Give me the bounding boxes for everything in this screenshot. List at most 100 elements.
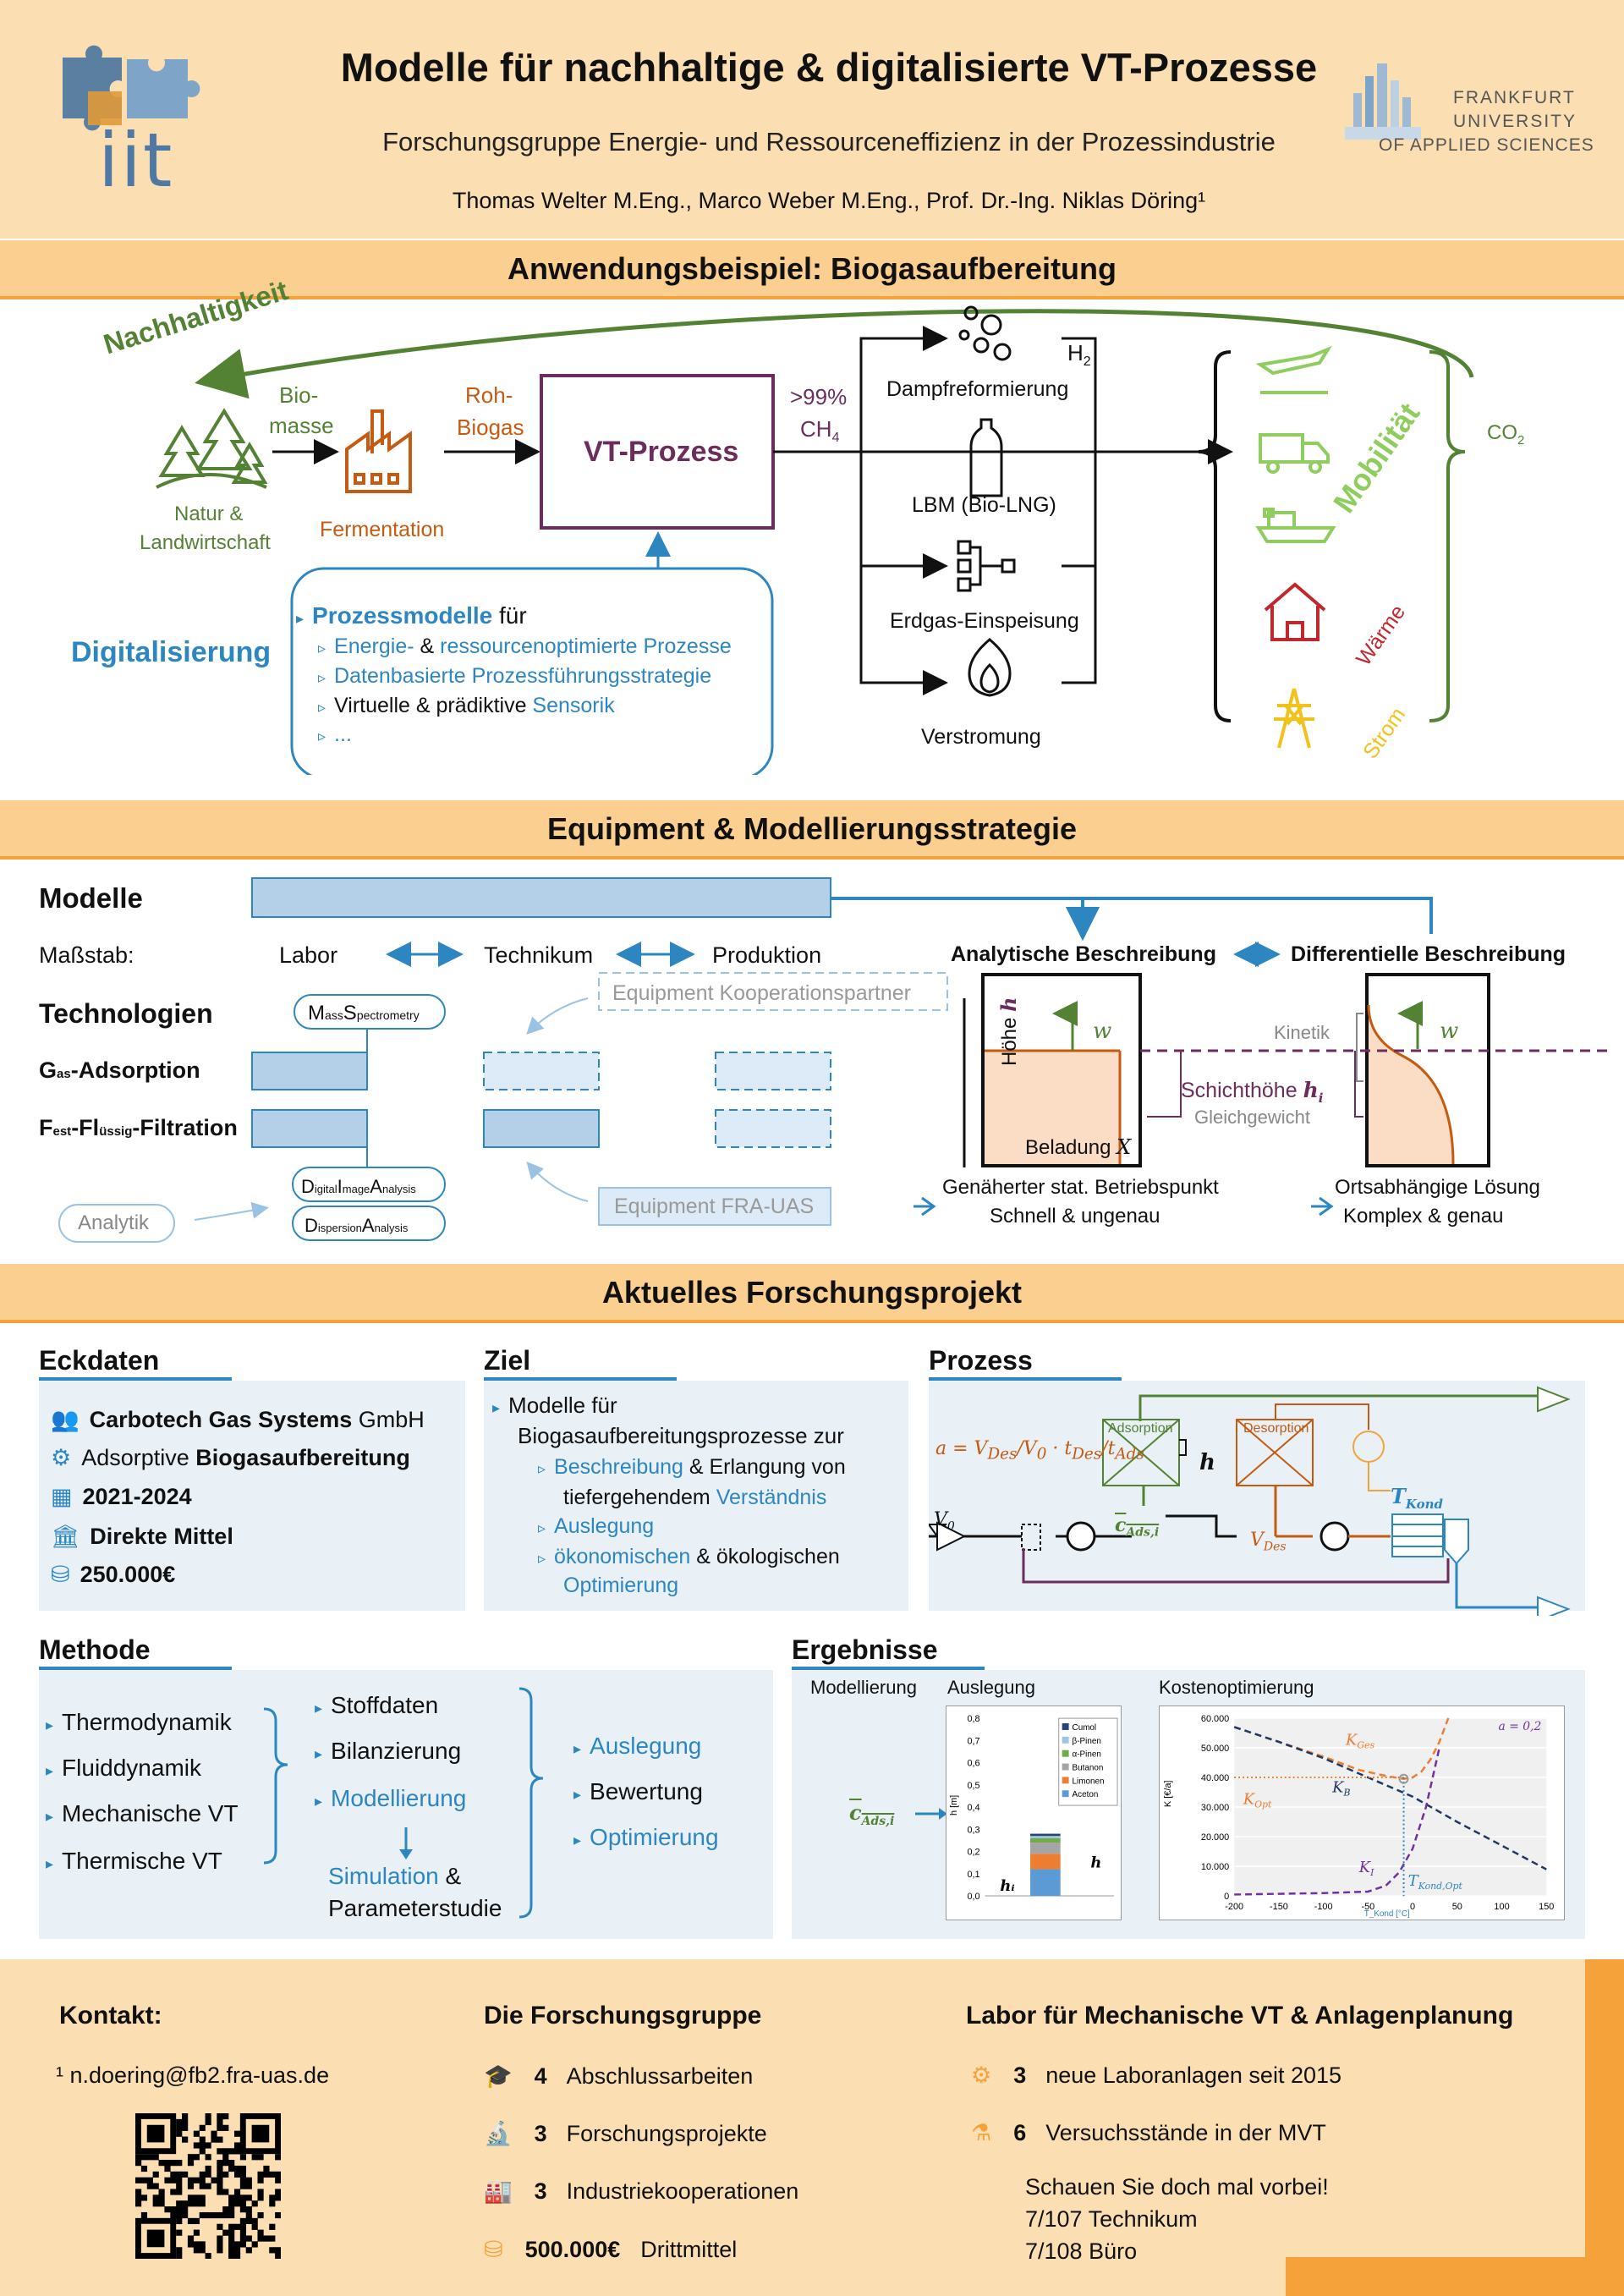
footer-accent-right (1585, 1959, 1624, 2296)
qr-module (228, 2235, 235, 2242)
label-rohbiogas-1: Roh- (465, 382, 513, 408)
uni-name-2: UNIVERSITY (1453, 112, 1577, 131)
eck-item-5: ⛁250.000€ (51, 1562, 176, 1587)
label-gas-adsorption: Gas-Adsorption (39, 1057, 200, 1083)
qr-module (217, 2177, 223, 2183)
qr-module (199, 2241, 206, 2248)
qr-module (176, 2124, 183, 2131)
qr-module (239, 2241, 247, 2248)
qr-module (193, 2154, 200, 2161)
qr-module (257, 2177, 264, 2183)
qr-module (193, 2241, 200, 2248)
label-adsorption: Adsorption (1108, 1421, 1173, 1436)
qr-module (205, 2253, 211, 2259)
qr-module (257, 2189, 264, 2195)
qr-module (251, 2154, 258, 2161)
labor-room-2: 7/108 Büro (1025, 2238, 1138, 2264)
line-xtick: 150 (1539, 1902, 1554, 1912)
truck-icon (1259, 433, 1330, 474)
label-biomasse-1: Bio- (279, 382, 319, 408)
qr-module (217, 2160, 223, 2167)
qr-module (228, 2206, 235, 2213)
label-rohbiogas-2: Biogas (457, 415, 524, 440)
uni-name-1: FRANKFURT (1453, 88, 1576, 107)
underline-eckdaten (39, 1377, 232, 1381)
da-pill[interactable]: DispersionAnalysis (304, 1215, 409, 1236)
bar-segment (1030, 1869, 1061, 1897)
qr-module (170, 2171, 177, 2178)
qr-module (269, 2200, 276, 2207)
qr-module (275, 2171, 281, 2178)
label-v0: V0 (934, 1509, 955, 1534)
label-result-2a: Ortsabhängige Lösung (1335, 1176, 1540, 1199)
qr-module (217, 2235, 223, 2242)
qr-module (205, 2171, 211, 2178)
graduation-cap-icon: 🎓 (484, 2063, 513, 2089)
qr-module (228, 2253, 235, 2259)
qr-module (205, 2183, 211, 2189)
qr-module (193, 2217, 200, 2225)
box-eckdaten (39, 1381, 465, 1611)
qr-module (187, 2235, 195, 2242)
qr-module (228, 2223, 235, 2230)
methode-5: ▸Stoffdaten (315, 1692, 439, 1718)
qr-module (182, 2206, 189, 2213)
analytik-pill[interactable]: Analytik (78, 1211, 150, 1234)
qr-module (182, 2211, 189, 2219)
methode-4: ▸Thermische VT (46, 1848, 222, 1874)
ziel-4: ▹Auslegung (538, 1514, 655, 1538)
qr-module (187, 2177, 195, 2183)
labor-room-1: 7/107 Technikum (1025, 2206, 1198, 2232)
box-methode (39, 1670, 773, 1939)
skyline-icon (1345, 63, 1421, 140)
ms-pill[interactable]: MassSpectrometry (308, 1002, 420, 1024)
footer-email[interactable]: ¹ n.doering@fb2.fra-uas.de (56, 2063, 330, 2088)
qr-module (205, 2211, 211, 2219)
label-t-kond: TKond (1391, 1484, 1443, 1512)
gas-bottle-icon (969, 418, 1003, 497)
qr-module (182, 2171, 189, 2178)
line-ytick: 0 (1224, 1892, 1229, 1902)
qr-module (164, 2165, 171, 2172)
qr-module (187, 2160, 195, 2167)
label-v-des: VDes (1250, 1530, 1287, 1554)
qr-module (135, 2160, 142, 2167)
qr-module (228, 2200, 235, 2207)
qr-module (222, 2160, 229, 2167)
qr-module (211, 2211, 217, 2219)
dia-pill[interactable]: DigitalImageAnalysis (301, 1176, 416, 1197)
bar-legend-label: Cumol (1073, 1723, 1097, 1733)
bar-legend-label: α-Pinen (1073, 1750, 1101, 1760)
label-biomasse-2: masse (269, 413, 334, 438)
qr-module (251, 2200, 258, 2207)
auslegung-bar-chart: 0,00,10,20,30,40,50,60,70,8h [m]Cumolβ-P… (946, 1706, 1122, 1920)
qr-module (245, 2247, 252, 2254)
qr-module (217, 2124, 223, 2131)
bar-legend-swatch (1062, 1763, 1069, 1771)
bar-ytick: 0,2 (967, 1848, 979, 1858)
power-pylon-icon (1274, 688, 1314, 749)
qr-module (217, 2113, 223, 2120)
line-xtick: -200 (1225, 1902, 1243, 1912)
qr-module (233, 2194, 241, 2201)
label-result-1b: Schnell & ungenau (990, 1205, 1160, 1228)
qr-module (233, 2148, 241, 2155)
line-ytick: 10.000 (1201, 1862, 1229, 1872)
qr-module (257, 2229, 264, 2236)
qr-module (275, 2247, 281, 2254)
qr-module (263, 2235, 270, 2242)
section-bar-anwendung: Anwendungsbeispiel: Biogasaufbereitung (0, 240, 1624, 299)
label-hoehe: Höhe h (996, 997, 1021, 1067)
methode-6: ▸Bilanzierung (315, 1738, 462, 1764)
label-lbm: LBM (Bio-LNG) (912, 493, 1056, 517)
fra-uas-logo: FRANKFURT UNIVERSITY OF APPLIED SCIENCES (1345, 59, 1594, 161)
qr-module (239, 2154, 247, 2161)
qr-module (199, 2142, 206, 2149)
qr-code[interactable] (135, 2113, 281, 2259)
label-c-ads: cAds,i (1115, 1514, 1160, 1540)
eck-item-2: ⚙Adsorptive Biogasaufbereitung (51, 1445, 410, 1470)
qr-module (176, 2160, 183, 2167)
qr-module (239, 2183, 247, 2189)
heading-methode: Methode (39, 1634, 151, 1665)
